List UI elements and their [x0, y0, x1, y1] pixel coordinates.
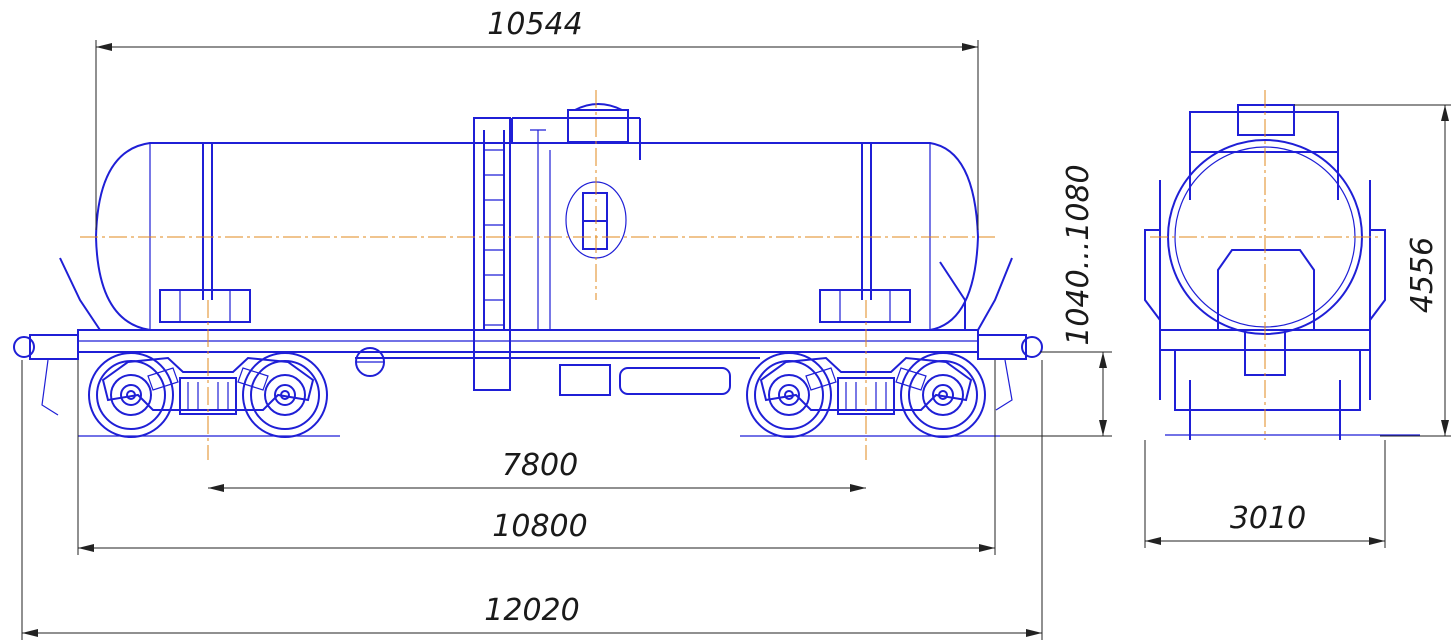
- dim-overall-length: 12020: [484, 593, 579, 628]
- end-view: [1144, 90, 1420, 440]
- coupler-left: [13, 334, 79, 416]
- dim-tank-length: 10544: [487, 7, 582, 42]
- dim-bogie-base: 7800: [502, 448, 578, 483]
- dim-height: 4556: [1405, 237, 1440, 313]
- coupler-right: [977, 334, 1043, 411]
- dim-coupler-height: 1040...1080: [1061, 164, 1096, 345]
- dim-frame-length: 10800: [492, 509, 587, 544]
- dome: [567, 109, 629, 143]
- dimension-lines: [21, 40, 1451, 640]
- side-view: [13, 90, 1043, 460]
- dim-width: 3010: [1230, 501, 1306, 536]
